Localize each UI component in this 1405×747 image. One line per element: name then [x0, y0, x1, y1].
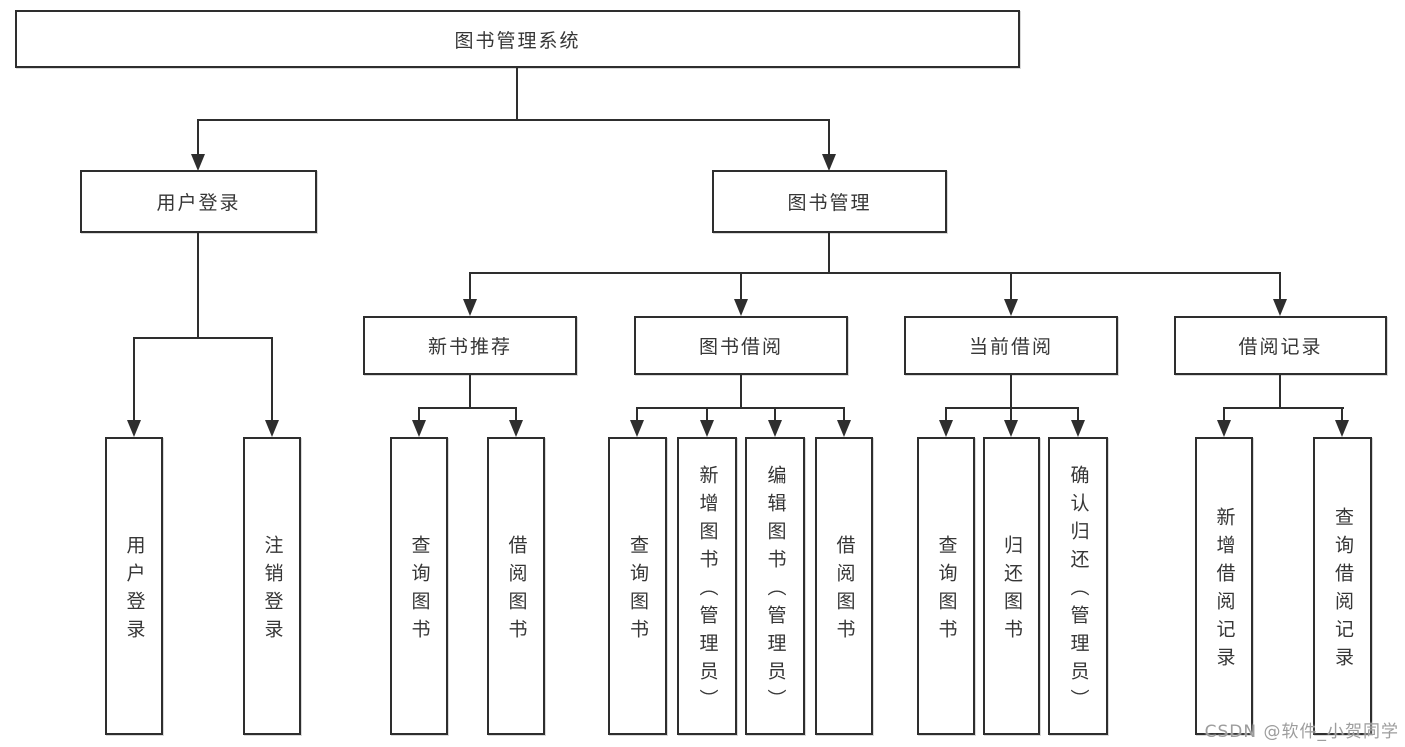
connector-line: [1010, 407, 1012, 423]
leaf-borrow-books-borrowing: 借阅图书: [815, 437, 873, 735]
leaf-query-books-borrowing: 查询图书: [608, 437, 667, 735]
connector-line: [636, 407, 845, 409]
node-label: 注销登录: [261, 534, 284, 647]
connector-line: [1010, 375, 1012, 408]
connector-line: [843, 407, 845, 423]
connector-line: [271, 337, 273, 422]
watermark-text: CSDN @软件_小贺同学: [1204, 722, 1399, 742]
node-current-borrowing: 当前借阅: [904, 316, 1118, 375]
connector-line: [945, 407, 1079, 409]
connector-line: [1223, 407, 1225, 423]
arrow-down-icon: [191, 154, 205, 171]
node-new-book-recommendation: 新书推荐: [363, 316, 577, 375]
connector-line: [418, 407, 420, 423]
arrow-down-icon: [509, 420, 523, 437]
node-label: 当前借阅: [968, 336, 1053, 358]
node-label: 查询借阅记录: [1332, 506, 1354, 675]
leaf-query-books-recommend: 查询图书: [390, 437, 448, 735]
connector-line: [1279, 272, 1281, 302]
node-label: 图书管理: [787, 192, 872, 214]
node-label: 用户登录: [123, 534, 146, 647]
connector-line: [774, 407, 776, 423]
connector-line: [469, 272, 1281, 274]
arrow-down-icon: [1217, 420, 1231, 437]
arrow-down-icon: [1273, 299, 1287, 316]
connector-line: [197, 119, 199, 157]
node-label: 用户登录: [156, 192, 241, 214]
arrow-down-icon: [1335, 420, 1349, 437]
node-label: 编辑图书（管理员）: [764, 464, 787, 717]
connector-line: [1223, 407, 1344, 409]
node-label: 归还图书: [1001, 534, 1023, 647]
connector-line: [828, 119, 830, 157]
leaf-return-books: 归还图书: [983, 437, 1040, 735]
node-user-login: 用户登录: [80, 170, 317, 233]
leaf-confirm-return-admin: 确认归还（管理员）: [1048, 437, 1108, 735]
connector-line: [469, 272, 471, 302]
node-label: 确认归还（管理员）: [1067, 464, 1090, 717]
leaf-query-borrow-record: 查询借阅记录: [1313, 437, 1372, 735]
connector-line: [740, 375, 742, 408]
arrow-down-icon: [939, 420, 953, 437]
node-label: 借阅记录: [1238, 336, 1323, 358]
arrow-down-icon: [630, 420, 644, 437]
node-book-management: 图书管理: [712, 170, 947, 233]
connector-line: [1279, 375, 1281, 408]
arrow-down-icon: [1004, 420, 1018, 437]
connector-line: [418, 407, 517, 409]
arrow-down-icon: [127, 420, 141, 437]
node-book-borrowing: 图书借阅: [634, 316, 848, 375]
connector-line: [740, 272, 742, 302]
node-label: 查询图书: [935, 534, 958, 647]
node-borrowing-records: 借阅记录: [1174, 316, 1387, 375]
connector-line: [516, 68, 518, 120]
connector-line: [706, 407, 708, 423]
connector-line: [133, 337, 273, 339]
connector-line: [515, 407, 517, 423]
node-label: 图书管理系统: [454, 29, 581, 52]
node-label: 新增图书（管理员）: [696, 464, 719, 717]
arrow-down-icon: [1004, 299, 1018, 316]
connector-line: [469, 375, 471, 408]
arrow-down-icon: [412, 420, 426, 437]
leaf-user-login: 用户登录: [105, 437, 163, 735]
leaf-logout: 注销登录: [243, 437, 301, 735]
connector-line: [1077, 407, 1079, 423]
leaf-add-book-admin: 新增图书（管理员）: [677, 437, 737, 735]
node-label: 借阅图书: [505, 534, 528, 647]
arrow-down-icon: [463, 299, 477, 316]
connector-line: [1341, 407, 1343, 423]
leaf-edit-book-admin: 编辑图书（管理员）: [745, 437, 805, 735]
node-label: 查询图书: [627, 534, 649, 647]
node-library-management-system: 图书管理系统: [15, 10, 1020, 68]
arrow-down-icon: [265, 420, 279, 437]
connector-line: [828, 233, 830, 273]
arrow-down-icon: [734, 299, 748, 316]
arrow-down-icon: [700, 420, 714, 437]
node-label: 新书推荐: [427, 336, 512, 358]
node-label: 新增借阅记录: [1213, 506, 1236, 675]
connector-line: [197, 119, 830, 121]
node-label: 图书借阅: [698, 336, 783, 358]
node-label: 借阅图书: [833, 534, 856, 647]
arrow-down-icon: [822, 154, 836, 171]
arrow-down-icon: [837, 420, 851, 437]
node-label: 查询图书: [408, 534, 431, 647]
arrow-down-icon: [768, 420, 782, 437]
connector-line: [133, 337, 135, 422]
connector-line: [945, 407, 947, 423]
leaf-query-books-current: 查询图书: [917, 437, 975, 735]
connector-line: [197, 233, 199, 338]
leaf-add-borrow-record: 新增借阅记录: [1195, 437, 1253, 735]
arrow-down-icon: [1071, 420, 1085, 437]
connector-line: [1010, 272, 1012, 302]
leaf-borrow-books-recommend: 借阅图书: [487, 437, 545, 735]
connector-line: [636, 407, 638, 423]
